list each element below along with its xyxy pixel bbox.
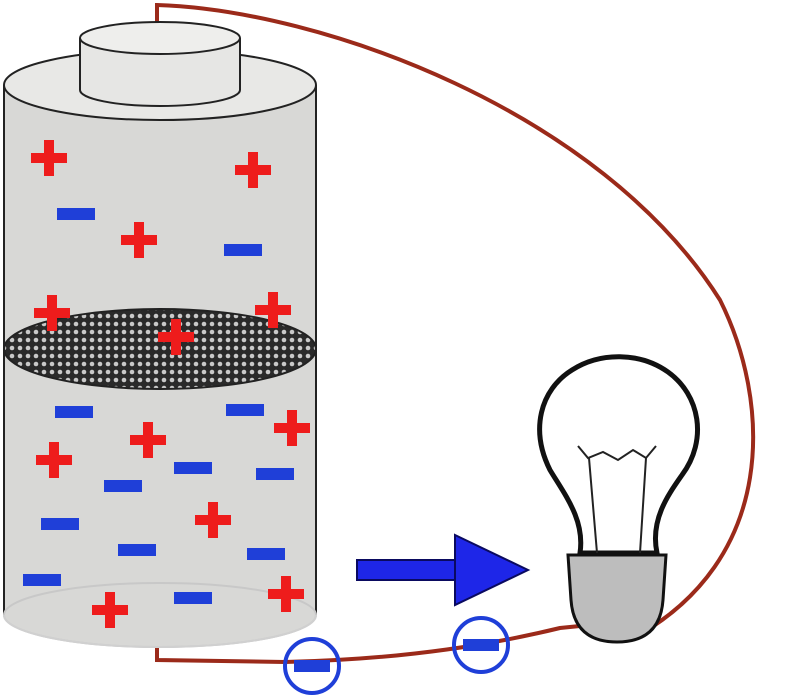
minus-icon: [226, 404, 264, 416]
plus-icon: [235, 152, 271, 188]
minus-icon: [256, 468, 294, 480]
plus-icon: [31, 140, 67, 176]
wire-top-lead: [155, 2, 756, 642]
minus-icon: [247, 548, 285, 560]
bulb-base: [566, 553, 668, 644]
minus-icon: [57, 208, 95, 220]
minus-icon: [118, 544, 156, 556]
minus-icon: [55, 406, 93, 418]
separator-membrane: [3, 308, 317, 390]
bulb-glass: [537, 354, 701, 556]
electron-icon: [283, 637, 341, 695]
plus-icon: [92, 592, 128, 628]
electron-icon: [452, 616, 510, 674]
right-arrow-icon: [356, 533, 531, 607]
plus-icon: [36, 442, 72, 478]
minus-icon: [224, 244, 262, 256]
plus-icon: [268, 576, 304, 612]
minus-icon: [174, 592, 212, 604]
minus-icon: [104, 480, 142, 492]
plus-icon: [34, 295, 70, 331]
battery-terminal: [79, 21, 241, 107]
plus-icon: [255, 292, 291, 328]
minus-icon: [174, 462, 212, 474]
bulb-filament: [577, 445, 657, 554]
plus-icon: [121, 222, 157, 258]
plus-icon: [274, 410, 310, 446]
plus-icon: [195, 502, 231, 538]
minus-icon: [41, 518, 79, 530]
light-bulb-icon: [537, 354, 701, 644]
charges: [23, 140, 510, 695]
minus-icon: [23, 574, 61, 586]
plus-icon: [158, 319, 194, 355]
plus-icon: [130, 422, 166, 458]
